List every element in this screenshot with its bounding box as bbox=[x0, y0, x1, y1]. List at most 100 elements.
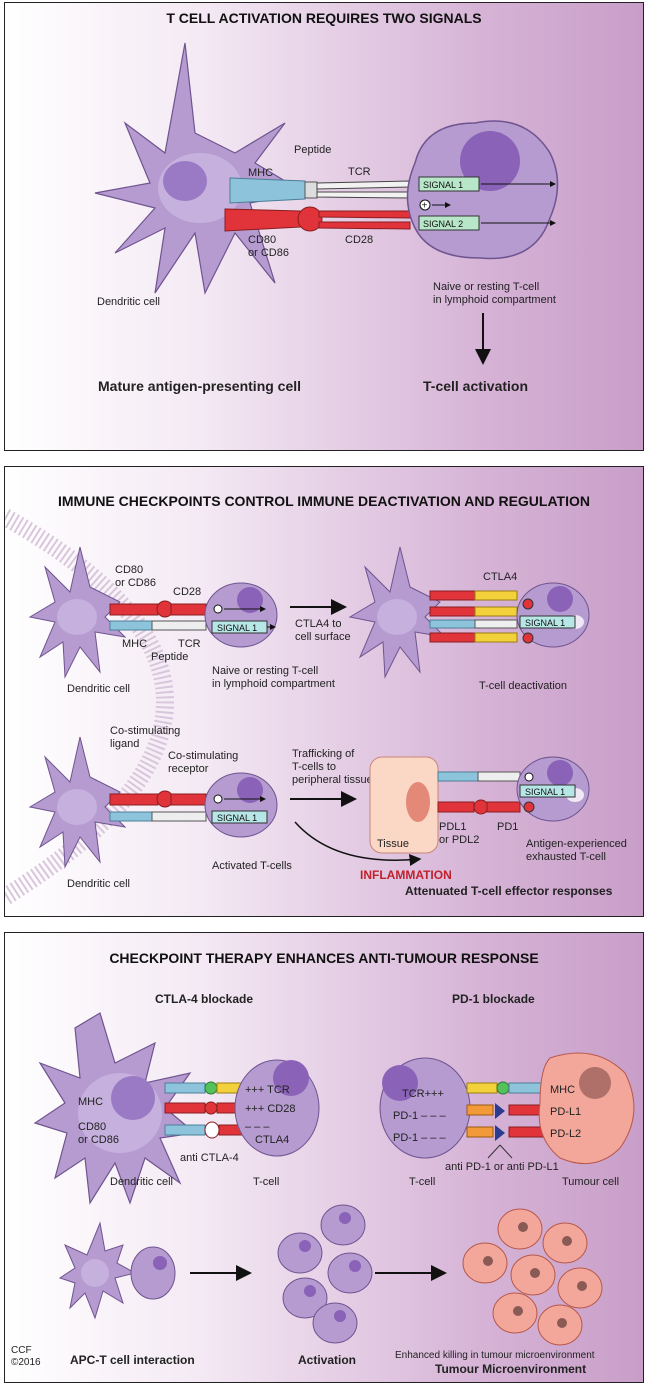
pdl2-label: PD-L2 bbox=[550, 1128, 581, 1140]
tcr-molecule bbox=[151, 811, 207, 822]
ctla4-move-label-1: CTLA4 to bbox=[295, 618, 341, 630]
tcr-molecule-right bbox=[466, 1082, 498, 1094]
cd80-molecule bbox=[224, 208, 301, 232]
naive-label-2: in lymphoid compartment bbox=[433, 294, 556, 306]
anti-pd1-antibody-a bbox=[495, 1103, 505, 1119]
activation-label: Activation bbox=[298, 1353, 356, 1367]
minus-icon bbox=[523, 801, 535, 813]
peptide-label: Peptide bbox=[294, 144, 331, 156]
tcr-molecule bbox=[151, 620, 207, 631]
tcell-right-label: T-cell bbox=[409, 1176, 435, 1188]
trafficking-label-3: peripheral tissue bbox=[292, 774, 373, 786]
cd80-molecule bbox=[109, 603, 159, 616]
tissue-cell bbox=[369, 756, 439, 854]
costim-receptor-label-1: Co-stimulating bbox=[168, 750, 238, 762]
plus-icon bbox=[524, 772, 534, 782]
attenuated-label: Attenuated T-cell effector responses bbox=[405, 884, 613, 898]
cd80-label-2: or CD86 bbox=[115, 577, 156, 589]
cd28-label: CD28 bbox=[345, 234, 373, 246]
cd80-label-1: CD80 bbox=[78, 1121, 106, 1133]
signal1-box-bottom bbox=[211, 810, 268, 824]
ctla4-label: CTLA4 bbox=[483, 571, 517, 583]
peptide-mark bbox=[304, 181, 318, 199]
cd80-label-2: or CD86 bbox=[248, 247, 289, 259]
dendritic-cell bbox=[94, 42, 307, 295]
pd1-head bbox=[473, 799, 489, 815]
t-cell-activated bbox=[204, 772, 278, 838]
mhc-molecule bbox=[109, 811, 153, 822]
nucleus bbox=[111, 1076, 155, 1120]
signal1-label-bottom-right: SIGNAL 1 bbox=[525, 787, 565, 797]
pd1-molecule bbox=[486, 801, 521, 813]
plus-icon bbox=[419, 199, 431, 211]
tumour-cell bbox=[538, 1052, 635, 1165]
cd28-label: CD28 bbox=[173, 586, 201, 598]
dendritic-cell-label-bottom: Dendritic cell bbox=[67, 878, 130, 890]
nucleus bbox=[460, 131, 520, 191]
mhc-label: MHC bbox=[248, 167, 273, 179]
plus-icon bbox=[213, 794, 223, 804]
tumour-cell-label: Tumour cell bbox=[562, 1176, 619, 1188]
ccf-label-2: ©2016 bbox=[11, 1357, 41, 1368]
tcell-left-label: T-cell bbox=[253, 1176, 279, 1188]
two-signals-diagram: SIGNAL 1 + SIGNAL 2 MHC Peptide TCR CD80… bbox=[94, 42, 559, 394]
exhausted-label-2: exhausted T-cell bbox=[526, 851, 606, 863]
pdl1-label-1: PDL1 bbox=[439, 821, 467, 833]
lymph-node-membrane bbox=[5, 509, 174, 905]
mhc-molecule bbox=[164, 1082, 206, 1094]
dendritic-cell bbox=[33, 1012, 197, 1205]
panel-title: CHECKPOINT THERAPY ENHANCES ANTI-TUMOUR … bbox=[109, 950, 539, 966]
tcr-molecule bbox=[316, 180, 411, 199]
pd1-label: PD1 bbox=[497, 821, 518, 833]
tissue-label: Tissue bbox=[377, 838, 409, 850]
ctla4-move-label-2: cell surface bbox=[295, 631, 351, 643]
tcr-plus-label: +++ TCR bbox=[245, 1084, 290, 1096]
peptide-label: Peptide bbox=[151, 651, 188, 663]
dendritic-cell-bottom-left bbox=[28, 736, 127, 869]
anti-pd1-antibody-b bbox=[495, 1125, 505, 1141]
mhc-label-right: MHC bbox=[550, 1084, 575, 1096]
signal1-box-right bbox=[519, 615, 576, 629]
pdl1-label-2: or PDL2 bbox=[439, 834, 479, 846]
inflammation-arrow bbox=[294, 821, 422, 866]
minus-icon bbox=[522, 598, 534, 610]
cd80-label-1: CD80 bbox=[115, 564, 143, 576]
ctla4-blockade-label: CTLA-4 blockade bbox=[155, 992, 253, 1006]
tcr-label: TCR bbox=[348, 166, 371, 178]
cd28-plus-label: +++ CD28 bbox=[245, 1103, 295, 1115]
t-cell-right bbox=[379, 1057, 471, 1159]
mhc-label: MHC bbox=[122, 638, 147, 650]
anti-ctla4-label: anti CTLA-4 bbox=[180, 1152, 239, 1164]
cd80-label-1: CD80 bbox=[248, 234, 276, 246]
mhc-label-left: MHC bbox=[78, 1096, 103, 1108]
mature-apc-label: Mature antigen-presenting cell bbox=[98, 378, 301, 394]
costim-ligand-label-1: Co-stimulating bbox=[110, 725, 180, 737]
nucleus bbox=[163, 161, 207, 201]
tcr-right-label: TCR+++ bbox=[402, 1088, 444, 1100]
activated-cell-cluster bbox=[277, 1204, 373, 1344]
dendritic-cell-label: Dendritic cell bbox=[110, 1176, 173, 1188]
t-cell-left bbox=[234, 1059, 320, 1157]
mhc-molecule bbox=[109, 620, 153, 631]
plus-icon bbox=[213, 604, 223, 614]
trafficking-label-2: T-cells to bbox=[292, 761, 336, 773]
apc-interaction-label: APC-T cell interaction bbox=[70, 1353, 195, 1367]
ctla4-label: CTLA4 bbox=[255, 1134, 289, 1146]
inflammation-label: INFLAMMATION bbox=[360, 868, 452, 882]
pdl1-label: PD-L1 bbox=[550, 1106, 581, 1118]
t-cell-naive bbox=[204, 582, 278, 648]
costim-receptor-label-2: receptor bbox=[168, 763, 209, 775]
pd1-label-a: PD-1 – – – bbox=[393, 1110, 446, 1122]
signal1-label: SIGNAL 1 bbox=[423, 180, 463, 190]
naive-label-2: in lymphoid compartment bbox=[212, 678, 335, 690]
trafficking-label-1: Trafficking of bbox=[292, 748, 355, 760]
minus-icon bbox=[522, 632, 534, 644]
therapy-diagram: CTLA-4 blockade PD-1 blockade MHC CD80 o… bbox=[11, 992, 635, 1376]
naive-label-1: Naive or resting T-cell bbox=[433, 281, 539, 293]
panel-two-signals: T CELL ACTIVATION REQUIRES TWO SIGNALS S… bbox=[4, 2, 644, 451]
signal2-box bbox=[418, 215, 480, 231]
signal1-label: SIGNAL 1 bbox=[217, 623, 257, 633]
tcr-molecule bbox=[477, 771, 521, 782]
panel-immune-checkpoints: IMMUNE CHECKPOINTS CONTROL IMMUNE DEACTI… bbox=[4, 466, 644, 917]
costim-ligand bbox=[109, 793, 159, 806]
